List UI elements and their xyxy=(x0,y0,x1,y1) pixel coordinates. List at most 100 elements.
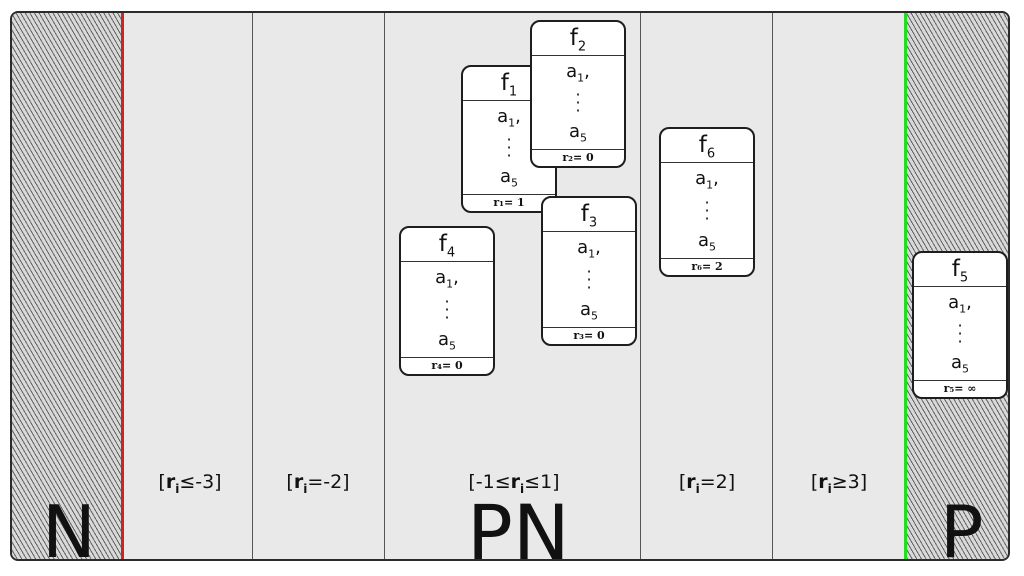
ellipsis-vertical-icon: ··· xyxy=(586,262,592,297)
attr-subscript: 5 xyxy=(580,132,588,145)
card-rank: r₄= 0 xyxy=(401,357,493,374)
card-fn-subscript: 1 xyxy=(508,84,518,100)
card-fn-subscript: 4 xyxy=(446,245,456,261)
attr-letter: a xyxy=(948,292,960,313)
attr-letter: a xyxy=(497,106,509,127)
card-attributes: a1, ··· a5 xyxy=(543,232,635,327)
range-label-eq-minus2: [ri=-2] xyxy=(253,471,383,496)
attr-subscript: 5 xyxy=(962,363,970,376)
column-divider xyxy=(640,13,641,559)
card-title: f4 xyxy=(401,228,493,262)
range-suffix: ≥3] xyxy=(831,471,868,493)
range-prefix: [ xyxy=(286,471,294,493)
feature-card-f2: f2 a1, ··· a5 r₂= 0 xyxy=(530,20,626,168)
feature-card-f3: f3 a1, ··· a5 r₃= 0 xyxy=(541,196,637,346)
card-first-attribute: a1, xyxy=(948,292,972,316)
attr-subscript: 5 xyxy=(449,340,457,353)
card-fn: f xyxy=(500,70,509,96)
range-suffix: ≤1] xyxy=(524,471,560,493)
zone-n-hatched xyxy=(12,13,124,559)
range-subscript: i xyxy=(520,481,525,496)
ellipsis-vertical-icon: ··· xyxy=(957,316,963,351)
card-title: f5 xyxy=(914,253,1006,287)
attr-subscript: 1 xyxy=(959,302,967,316)
card-rank: r₁= 1 xyxy=(463,194,555,211)
ellipsis-vertical-icon: ··· xyxy=(444,292,450,327)
card-attributes: a1, ··· a5 xyxy=(661,163,753,258)
card-fn: f xyxy=(438,231,447,257)
range-prefix: [ xyxy=(678,471,687,493)
attr-subscript: 1 xyxy=(446,277,454,291)
range-label-le-minus3: [ri≤-3] xyxy=(125,471,255,496)
card-last-attribute: a5 xyxy=(698,230,716,254)
card-fn: f xyxy=(569,25,578,51)
card-last-attribute: a5 xyxy=(951,352,969,376)
attr-separator: , xyxy=(584,61,590,82)
card-title: f2 xyxy=(532,22,624,56)
card-rank: r₆= 2 xyxy=(661,258,753,275)
attr-letter: a xyxy=(579,299,592,321)
card-last-attribute: a5 xyxy=(438,329,456,353)
attr-subscript: 5 xyxy=(511,177,519,190)
range-subscript: i xyxy=(827,481,832,496)
card-fn: f xyxy=(580,201,589,227)
attr-letter: a xyxy=(499,166,512,188)
range-variable: r xyxy=(818,471,828,493)
attr-letter: a xyxy=(697,230,710,252)
card-title: f1 xyxy=(463,67,555,101)
card-rank: r₂= 0 xyxy=(532,149,624,166)
range-suffix: =2] xyxy=(699,471,736,493)
attr-subscript: 1 xyxy=(588,247,596,261)
card-first-attribute: a1, xyxy=(497,106,521,130)
range-label-eq-2: [ri=2] xyxy=(642,471,772,496)
attr-subscript: 5 xyxy=(709,241,717,254)
attr-separator: , xyxy=(966,292,972,313)
card-fn-subscript: 3 xyxy=(588,215,598,231)
column-divider xyxy=(384,13,385,559)
range-subscript: i xyxy=(303,481,308,496)
range-suffix: =-2] xyxy=(307,471,350,493)
range-prefix: [-1≤ xyxy=(468,471,511,493)
card-first-attribute: a1, xyxy=(577,237,601,261)
attr-subscript: 1 xyxy=(508,116,516,130)
card-rank: r₃= 0 xyxy=(543,327,635,344)
ellipsis-vertical-icon: ··· xyxy=(704,193,710,228)
attr-separator: , xyxy=(453,267,459,288)
range-variable: r xyxy=(165,471,176,493)
card-fn: f xyxy=(951,256,960,282)
zone-label-pn: PN xyxy=(467,488,570,561)
attr-letter: a xyxy=(568,121,581,143)
attr-subscript: 5 xyxy=(591,310,599,323)
attr-subscript: 1 xyxy=(706,178,714,192)
range-prefix: [ xyxy=(810,471,819,493)
attr-letter: a xyxy=(437,329,450,351)
card-attributes: a1, ··· a5 xyxy=(914,287,1006,380)
ellipsis-vertical-icon: ··· xyxy=(506,130,512,165)
attr-separator: , xyxy=(713,168,719,189)
card-first-attribute: a1, xyxy=(695,168,719,192)
card-attributes: a1, ··· a5 xyxy=(463,101,555,194)
column-divider xyxy=(252,13,253,559)
card-rank: r₅= ∞ xyxy=(914,380,1006,397)
range-prefix: [ xyxy=(158,471,166,493)
attr-subscript: 1 xyxy=(577,71,585,85)
attr-separator: , xyxy=(595,237,601,258)
card-title: f3 xyxy=(543,198,635,232)
range-label-minus1-to-1: [-1≤ri≤1] xyxy=(449,471,579,496)
range-variable: r xyxy=(686,471,696,493)
feature-card-f6: f6 a1, ··· a5 r₆= 2 xyxy=(659,127,755,277)
attr-letter: a xyxy=(566,61,578,82)
range-subscript: i xyxy=(175,481,180,496)
attr-separator: , xyxy=(515,106,521,127)
attr-letter: a xyxy=(577,237,589,258)
card-title: f6 xyxy=(661,129,753,163)
card-first-attribute: a1, xyxy=(566,61,590,85)
range-suffix: ≤-3] xyxy=(179,471,222,493)
zone-label-n: N xyxy=(42,490,96,561)
card-fn-subscript: 6 xyxy=(706,146,716,162)
card-fn: f xyxy=(698,132,707,158)
card-fn-subscript: 2 xyxy=(577,39,587,55)
card-first-attribute: a1, xyxy=(435,267,459,291)
attr-letter: a xyxy=(695,168,707,189)
zone-label-p: P xyxy=(940,490,984,561)
